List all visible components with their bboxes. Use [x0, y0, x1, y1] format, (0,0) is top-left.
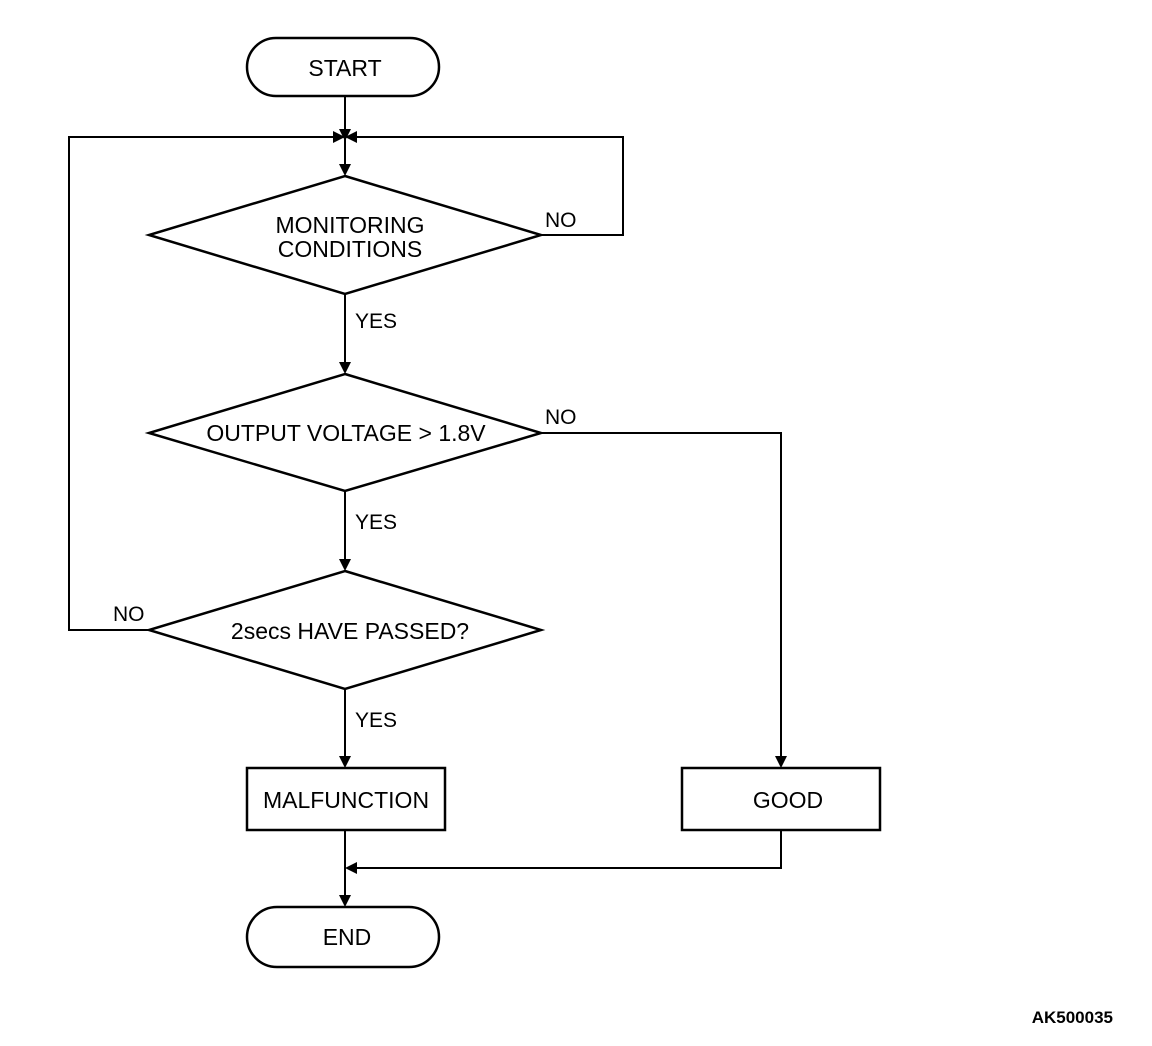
time-passed-label: 2secs HAVE PASSED? [231, 618, 469, 644]
arrowhead-right-merge [333, 131, 345, 143]
figure-code: AK500035 [1032, 1008, 1113, 1027]
voltage-no-label: NO [545, 406, 577, 429]
time-no-label: NO [113, 603, 145, 626]
arrowhead-left-join [345, 862, 357, 874]
arrowhead-down-start [339, 129, 351, 141]
good-label: GOOD [753, 787, 823, 813]
arrowhead-down-good [775, 756, 787, 768]
output-voltage-decision [144, 372, 546, 493]
arrowhead-down-monitoring [339, 164, 351, 176]
arrowhead-down-voltage [339, 362, 351, 374]
voltage-yes-label: YES [355, 511, 397, 534]
end-label: END [323, 924, 372, 950]
arrowhead-down-time [339, 559, 351, 571]
monitoring-conditions-label-line2: CONDITIONS [278, 236, 422, 262]
start-label: START [308, 55, 381, 81]
start-terminal [245, 36, 441, 98]
monitoring-conditions-label-line1: MONITORING [275, 212, 424, 238]
arrowhead-down-malfunction [339, 756, 351, 768]
connector-good-to-join [353, 830, 782, 869]
connector-voltage-no [541, 432, 782, 760]
malfunction-label: MALFUNCTION [263, 787, 429, 813]
good-box [680, 766, 882, 832]
connector-monitoring-no-loop [353, 136, 624, 236]
monitoring-yes-label: YES [355, 310, 397, 333]
arrowhead-down-end [339, 895, 351, 907]
output-voltage-label: OUTPUT VOLTAGE > 1.8V [206, 420, 486, 446]
end-terminal [245, 905, 441, 969]
connector-time-no-loop [68, 136, 337, 631]
monitoring-no-label: NO [545, 209, 577, 232]
monitoring-conditions-decision [144, 174, 546, 296]
arrowhead-left-merge [345, 131, 357, 143]
time-yes-label: YES [355, 709, 397, 732]
time-passed-decision [144, 569, 546, 691]
malfunction-box [245, 766, 447, 832]
